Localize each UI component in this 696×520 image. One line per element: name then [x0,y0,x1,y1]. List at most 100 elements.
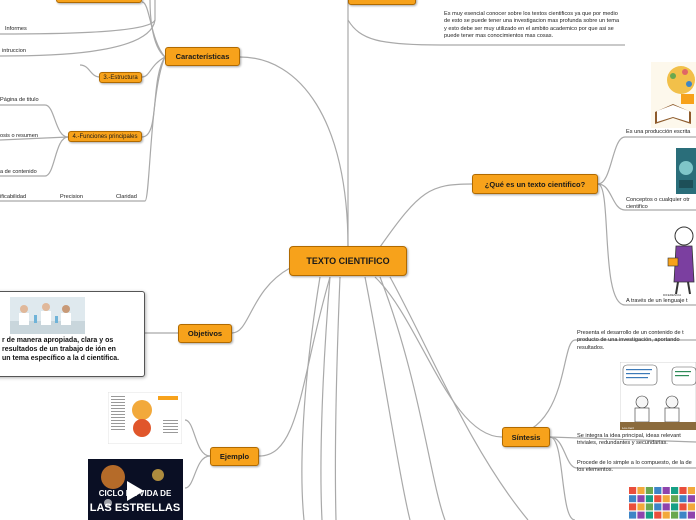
svg-text:LAS ESTRELLAS: LAS ESTRELLAS [90,502,180,514]
element-tile [637,511,645,519]
element-tile [629,503,637,511]
connector-func-titulo [0,104,69,138]
element-tile [645,511,653,519]
element-tile [687,503,695,511]
element-tile [687,487,695,494]
element-tile [654,487,662,494]
element-tile [662,511,670,519]
element-tile [671,503,679,511]
connector-center-down2 [320,276,331,520]
objetivos-text: r de manera apropiada, clara y os result… [2,337,120,363]
ejemplo-node[interactable]: Ejemplo [210,447,259,466]
sintesis-procede: Procede de lo simple a lo compuesto, de … [577,460,692,474]
periodic-table-image [627,485,696,520]
leaf-intruccion: intruccion [2,48,26,54]
top-note-text: Es muy esencial conocer sobre los textos… [444,11,620,39]
element-tile [637,503,645,511]
connector-queEs-2 [597,183,696,211]
connector-car-informes [0,0,166,58]
top-branch-node[interactable] [348,0,416,5]
element-tile [687,511,695,519]
sintesis-node[interactable]: Síntesis [502,427,550,447]
connector-center-down6 [389,276,529,520]
element-tile [629,495,637,503]
que-es-produccion: Es una producción escrita [626,129,691,135]
element-tile [654,503,662,511]
connector-center-ejemplo [258,276,331,457]
connector-top-note [347,19,625,46]
element-tile [662,495,670,503]
connector-center-queEs [379,183,473,248]
lab-photo [10,297,85,334]
connector-sint-4 [549,436,576,520]
connector-center-down3 [334,276,341,520]
element-tile [629,487,637,494]
que-es-lenguaje: A través de un lenguaje t [626,298,688,304]
que-es-conceptos: Conceptos o cualquier otr cientifico [626,197,690,211]
comic-illustration: Los cient [620,362,696,430]
connector-sint-2 [549,436,696,443]
connector-sint-3 [549,436,696,469]
element-tile [654,495,662,503]
svg-text:Los cient: Los cient [622,426,634,430]
connector-car-bottom [0,56,166,202]
connector-center-down1 [301,276,321,520]
element-tile [679,495,687,503]
connector-queEs-3 [597,183,696,306]
element-tile [637,487,645,494]
element-tile [671,487,679,494]
leaf-verificabilidad: ificabilidad [0,194,27,200]
svg-text:DIFERENCIA: DIFERENCIA [663,293,681,297]
top-left-cut-node[interactable] [56,0,142,3]
science-illustration [676,148,696,194]
play-icon [127,481,144,501]
leaf-informes: Informes [5,26,27,32]
element-tile [679,503,687,511]
connector-car-top [141,1,166,58]
sintesis-presenta: Presenta el desarrollo de un contenido d… [577,330,684,351]
connector-queEs-1 [597,136,696,185]
element-tile [645,495,653,503]
caracteristicas-node[interactable]: Características [165,47,240,66]
example-document-image [108,392,182,444]
leaf-resumen: osis o resumen [0,133,38,139]
leaf-contenido: a de contenido [0,169,37,175]
connector-center-objetivos [231,267,291,334]
svg-text:CICLO DE VIDA DE: CICLO DE VIDA DE [99,489,172,498]
element-tile [671,511,679,519]
element-tile [637,495,645,503]
connector-estructura-left [79,64,101,78]
element-tile [645,503,653,511]
connector-car-intruccion [0,19,156,57]
connector-func-resumen [0,136,69,141]
element-tile [662,503,670,511]
element-tile [671,495,679,503]
video-thumbnail[interactable]: CICLO DE VIDA DE LAS ESTRELLAS [88,459,183,520]
connector-center-down4 [364,276,411,520]
element-tile [645,487,653,494]
connector-center-caracteristicas [239,56,349,248]
scientist-illustration: DIFERENCIA [663,226,695,297]
element-tile [654,511,662,519]
connector-center-down5 [379,276,446,520]
que-es-node[interactable]: ¿Qué es un texto cientifico? [472,174,598,194]
connector-center-sintesis [374,276,503,438]
objetivos-node[interactable]: Objetivos [178,324,232,343]
leaf-pagina-titulo: Página de titulo [0,97,39,103]
leaf-claridad: Claridad [116,194,137,200]
connector-ejemplo-img1 [184,419,211,457]
funciones-node[interactable]: 4.-Funciones principales [68,131,142,142]
connector-car-estructura [141,56,166,78]
element-tile [687,495,695,503]
leaf-precision: Precision [60,194,84,200]
estructura-node[interactable]: 3.-Estructura [99,72,142,83]
central-node[interactable]: TEXTO CIENTIFICO [289,246,407,276]
sintesis-integra: Se integra la idea principal, ideas rele… [577,433,681,447]
element-tile [629,511,637,519]
book-illustration [651,62,696,128]
connector-func-contenido [0,136,69,177]
connector-ejemplo-img2 [184,455,211,489]
element-tile [679,511,687,519]
element-tile [662,487,670,494]
